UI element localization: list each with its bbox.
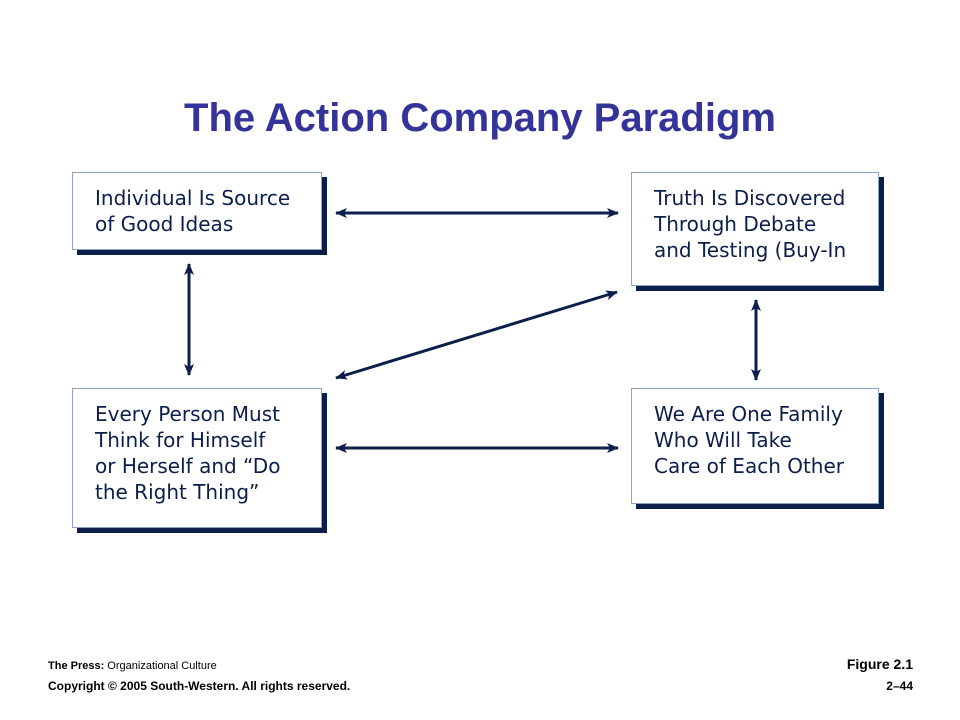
box-label: We Are One Family Who Will Take Care of … — [654, 402, 845, 478]
box-individual-source-of-ideas: Individual Is Source of Good Ideas — [72, 172, 322, 250]
box-every-person-must-think: Every Person Must Think for Himself or H… — [72, 388, 322, 528]
footer-copyright: Copyright © 2005 South-Western. All righ… — [48, 679, 351, 693]
footer-page-number: 2–44 — [886, 679, 913, 693]
footer-source: The Press: Organizational Culture — [48, 660, 217, 672]
slide-title: The Action Company Paradigm — [184, 96, 776, 140]
footer-source-subtitle: Organizational Culture — [104, 660, 217, 672]
box-label: Individual Is Source of Good Ideas — [95, 186, 291, 236]
box-one-family: We Are One Family Who Will Take Care of … — [631, 388, 879, 504]
footer-source-title: The Press: — [48, 660, 105, 672]
box-label: Every Person Must Think for Himself or H… — [95, 402, 281, 504]
box-label: Truth Is Discovered Through Debate and T… — [654, 186, 847, 262]
arrow-bottom-left-to-top-right — [335, 290, 618, 380]
box-truth-discovered: Truth Is Discovered Through Debate and T… — [631, 172, 879, 286]
footer-figure-number: Figure 2.1 — [846, 656, 913, 672]
